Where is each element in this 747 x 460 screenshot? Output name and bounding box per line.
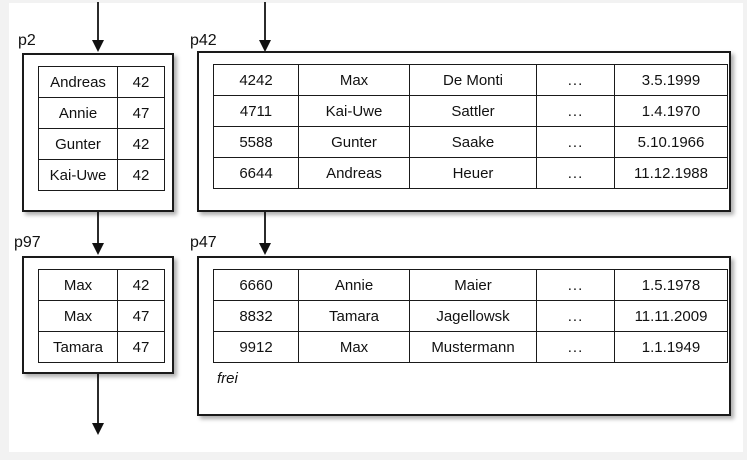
table-row[interactable]: 6660 Annie Maier ... 1.5.1978 <box>213 269 728 301</box>
index-table-p97: Max 42 Max 47 Tamara 47 <box>38 269 165 363</box>
record-first-name: Max <box>298 64 410 96</box>
record-id: 8832 <box>213 300 299 332</box>
record-id: 4711 <box>213 95 299 127</box>
index-value: 42 <box>117 66 165 98</box>
table-row[interactable]: Tamara 47 <box>38 331 165 363</box>
record-first-name: Max <box>298 331 410 363</box>
page-gutter-right <box>743 0 747 460</box>
record-last-name: Mustermann <box>409 331 537 363</box>
page-box-p42[interactable]: 4242 Max De Monti ... 3.5.1999 4711 Kai-… <box>197 51 731 212</box>
record-id: 9912 <box>213 331 299 363</box>
record-last-name: Jagellowsk <box>409 300 537 332</box>
record-last-name: De Monti <box>409 64 537 96</box>
record-first-name: Andreas <box>298 157 410 189</box>
record-date: 11.12.1988 <box>614 157 728 189</box>
index-key: Kai-Uwe <box>38 159 118 191</box>
data-table-p47: 6660 Annie Maier ... 1.5.1978 8832 Tamar… <box>213 269 728 363</box>
table-row[interactable]: 8832 Tamara Jagellowsk ... 11.11.2009 <box>213 300 728 332</box>
record-date: 1.5.1978 <box>614 269 728 301</box>
record-more: ... <box>536 95 615 127</box>
index-key: Annie <box>38 97 118 129</box>
table-row[interactable]: 6644 Andreas Heuer ... 11.12.1988 <box>213 157 728 189</box>
table-row[interactable]: 9912 Max Mustermann ... 1.1.1949 <box>213 331 728 363</box>
page-gutter-left <box>0 0 9 460</box>
page-box-p2[interactable]: Andreas 42 Annie 47 Gunter 42 Kai-Uwe 42 <box>22 53 174 212</box>
record-date: 3.5.1999 <box>614 64 728 96</box>
index-key: Gunter <box>38 128 118 160</box>
table-row[interactable]: Kai-Uwe 42 <box>38 159 165 191</box>
page-label-p47: p47 <box>190 234 217 251</box>
table-row[interactable]: Gunter 42 <box>38 128 165 160</box>
record-more: ... <box>536 64 615 96</box>
record-first-name: Tamara <box>298 300 410 332</box>
table-row[interactable]: Andreas 42 <box>38 66 165 98</box>
page-label-p97: p97 <box>14 234 41 251</box>
index-value: 47 <box>117 331 165 363</box>
index-key: Max <box>38 300 118 332</box>
page-box-p47[interactable]: 6660 Annie Maier ... 1.5.1978 8832 Tamar… <box>197 256 731 416</box>
free-space-label: frei <box>217 370 238 387</box>
table-row[interactable]: Max 47 <box>38 300 165 332</box>
record-last-name: Maier <box>409 269 537 301</box>
record-more: ... <box>536 157 615 189</box>
index-value: 42 <box>117 128 165 160</box>
table-row[interactable]: Max 42 <box>38 269 165 301</box>
record-more: ... <box>536 126 615 158</box>
record-first-name: Kai-Uwe <box>298 95 410 127</box>
record-last-name: Heuer <box>409 157 537 189</box>
record-id: 5588 <box>213 126 299 158</box>
index-key: Max <box>38 269 118 301</box>
record-date: 1.4.1970 <box>614 95 728 127</box>
index-key: Andreas <box>38 66 118 98</box>
index-key: Tamara <box>38 331 118 363</box>
index-value: 42 <box>117 269 165 301</box>
table-row[interactable]: 4711 Kai-Uwe Sattler ... 1.4.1970 <box>213 95 728 127</box>
page-label-p42: p42 <box>190 32 217 49</box>
record-date: 5.10.1966 <box>614 126 728 158</box>
page-label-p2: p2 <box>18 32 36 49</box>
record-more: ... <box>536 331 615 363</box>
index-value: 47 <box>117 300 165 332</box>
record-first-name: Gunter <box>298 126 410 158</box>
page-box-p97[interactable]: Max 42 Max 47 Tamara 47 <box>22 256 174 374</box>
record-more: ... <box>536 300 615 332</box>
table-row[interactable]: 5588 Gunter Saake ... 5.10.1966 <box>213 126 728 158</box>
record-date: 11.11.2009 <box>614 300 728 332</box>
table-row[interactable]: Annie 47 <box>38 97 165 129</box>
index-value: 47 <box>117 97 165 129</box>
record-first-name: Annie <box>298 269 410 301</box>
table-row[interactable]: 4242 Max De Monti ... 3.5.1999 <box>213 64 728 96</box>
record-id: 6660 <box>213 269 299 301</box>
record-id: 6644 <box>213 157 299 189</box>
record-last-name: Sattler <box>409 95 537 127</box>
page-gutter-top <box>0 0 747 3</box>
index-value: 42 <box>117 159 165 191</box>
record-date: 1.1.1949 <box>614 331 728 363</box>
data-table-p42: 4242 Max De Monti ... 3.5.1999 4711 Kai-… <box>213 64 728 189</box>
record-more: ... <box>536 269 615 301</box>
record-id: 4242 <box>213 64 299 96</box>
index-table-p2: Andreas 42 Annie 47 Gunter 42 Kai-Uwe 42 <box>38 66 165 191</box>
record-last-name: Saake <box>409 126 537 158</box>
page-gutter-bottom <box>0 452 747 460</box>
